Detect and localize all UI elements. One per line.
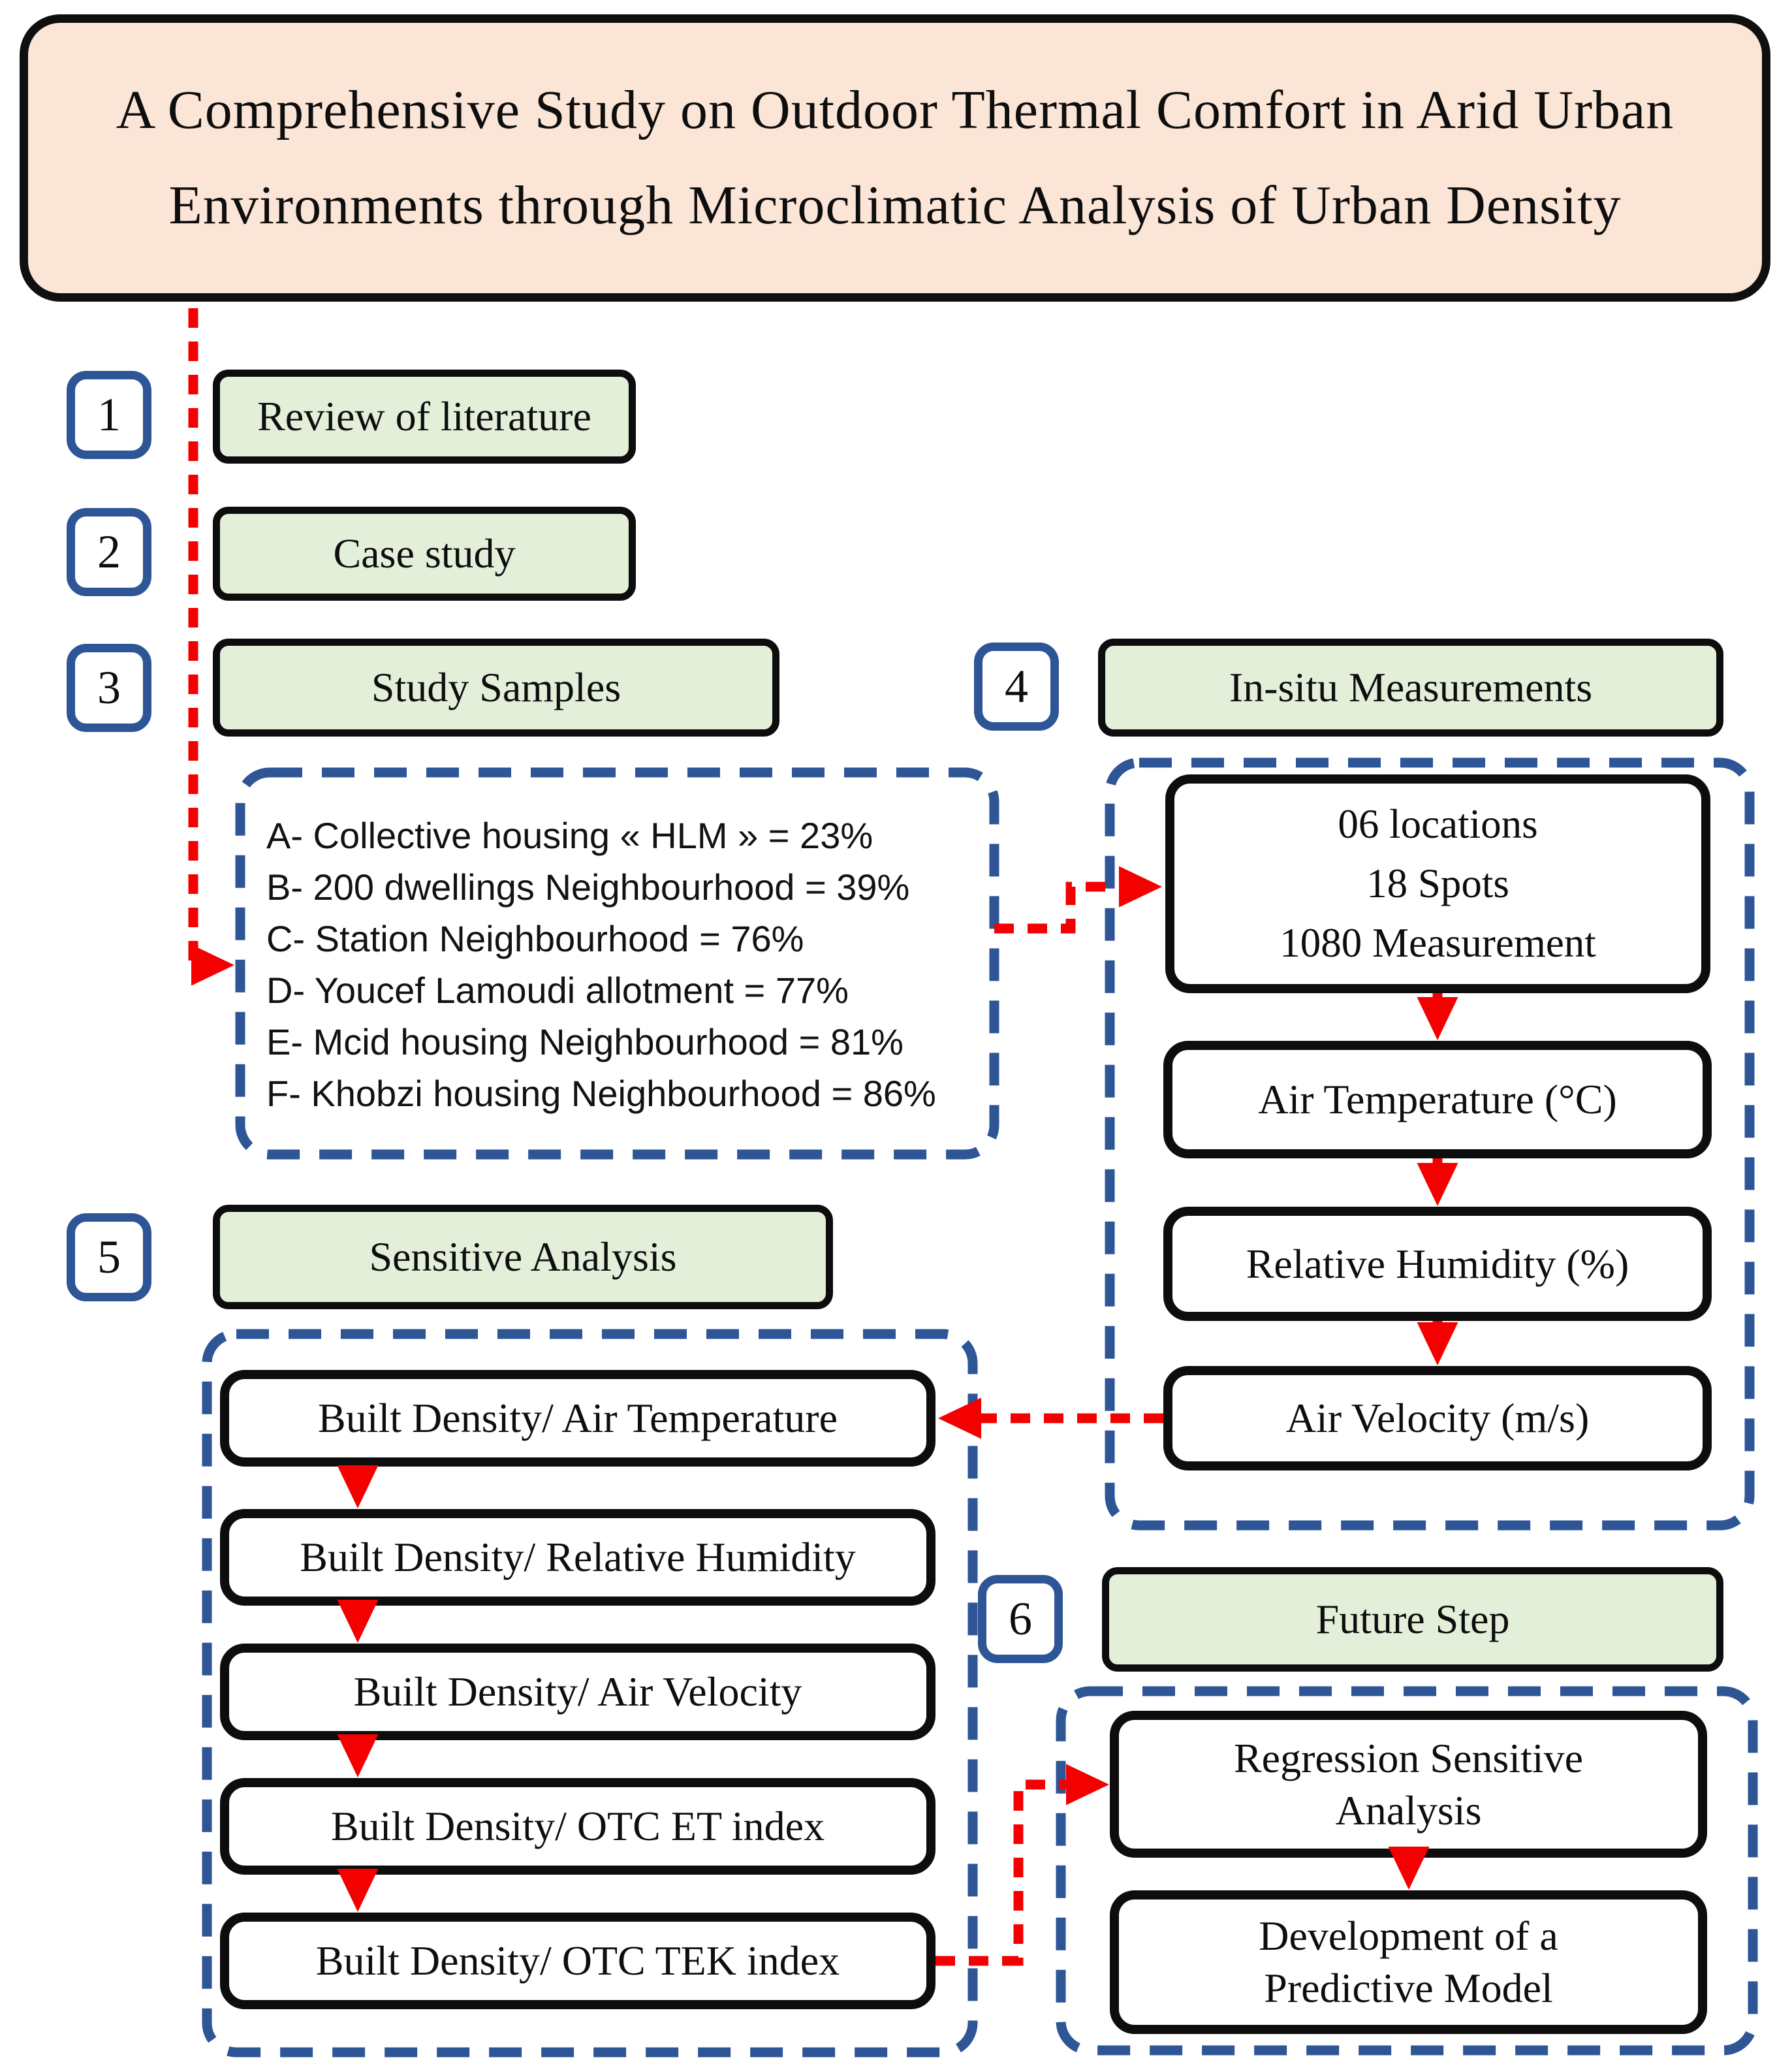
step-badge-6: 6 — [978, 1575, 1063, 1663]
study-samples-panel: A- Collective housing « HLM » = 23% B- 2… — [266, 810, 984, 1119]
step-number: 5 — [97, 1231, 121, 1283]
regression-line-1: Regression Sensitive — [1233, 1734, 1584, 1781]
built-density-air-velocity-box: Built Density/ Air Velocity — [220, 1644, 935, 1740]
step-badge-4: 4 — [974, 643, 1059, 731]
built-density-otc-tek-index-box: Built Density/ OTC TEK index — [220, 1913, 935, 2009]
sample-item-a: A- Collective housing « HLM » = 23% — [266, 815, 873, 856]
sample-item-c: C- Station Neighbourhood = 76% — [266, 918, 804, 959]
predictive-model-box: Development of a Predictive Model — [1110, 1890, 1707, 2034]
step-badge-1: 1 — [67, 371, 151, 459]
title-line-1: A Comprehensive Study on Outdoor Thermal… — [116, 80, 1674, 140]
summary-locations: 06 locations — [1338, 801, 1538, 847]
predictive-line-2: Predictive Model — [1264, 1965, 1553, 2011]
regression-line-2: Analysis — [1335, 1787, 1482, 1834]
step-number: 2 — [97, 526, 121, 578]
summary-spots: 18 Spots — [1366, 861, 1509, 906]
predictive-line-1: Development of a — [1259, 1913, 1558, 1959]
built-density-air-temperature-box: Built Density/ Air Temperature — [220, 1370, 935, 1467]
sample-item-d: D- Youcef Lamoudi allotment = 77% — [266, 970, 849, 1011]
sample-item-f: F- Khobzi housing Neighbourhood = 86% — [266, 1073, 936, 1114]
built-density-relative-humidity-box: Built Density/ Relative Humidity — [220, 1509, 935, 1606]
air-velocity-box: Air Velocity (m/s) — [1163, 1366, 1712, 1470]
step-badge-3: 3 — [67, 644, 151, 732]
step-number: 6 — [1009, 1593, 1032, 1645]
title-line-2: Environments through Microclimatic Analy… — [168, 175, 1622, 236]
step-badge-5: 5 — [67, 1213, 151, 1301]
step-label-review-of-literature: Review of literature — [213, 370, 636, 464]
step-label-study-samples: Study Samples — [213, 639, 779, 737]
sample-item-b: B- 200 dwellings Neighbourhood = 39% — [266, 866, 910, 908]
step-badge-2: 2 — [67, 508, 151, 596]
air-temperature-box: Air Temperature (°C) — [1163, 1041, 1712, 1158]
step-label-case-study: Case study — [213, 507, 636, 601]
relative-humidity-box: Relative Humidity (%) — [1163, 1207, 1712, 1321]
step-label-future-step: Future Step — [1102, 1567, 1723, 1672]
connector-bd-tek-to-regression — [935, 1764, 1109, 1966]
step-number: 4 — [1005, 660, 1028, 712]
built-density-otc-et-index-box: Built Density/ OTC ET index — [220, 1778, 935, 1875]
sample-item-e: E- Mcid housing Neighbourhood = 81% — [266, 1021, 904, 1062]
step-label-sensitive-analysis: Sensitive Analysis — [213, 1205, 833, 1309]
step-number: 3 — [97, 661, 121, 714]
step-number: 1 — [97, 389, 121, 441]
title-box: A Comprehensive Study on Outdoor Thermal… — [20, 14, 1770, 302]
connector-samples-to-summary — [994, 866, 1162, 934]
step-label-in-situ-measurements: In-situ Measurements — [1098, 639, 1723, 737]
regression-sensitive-analysis-box: Regression Sensitive Analysis — [1110, 1711, 1707, 1858]
summary-measurements: 1080 Measurement — [1280, 920, 1596, 966]
measurement-summary-box: 06 locations 18 Spots 1080 Measurement — [1165, 774, 1710, 993]
